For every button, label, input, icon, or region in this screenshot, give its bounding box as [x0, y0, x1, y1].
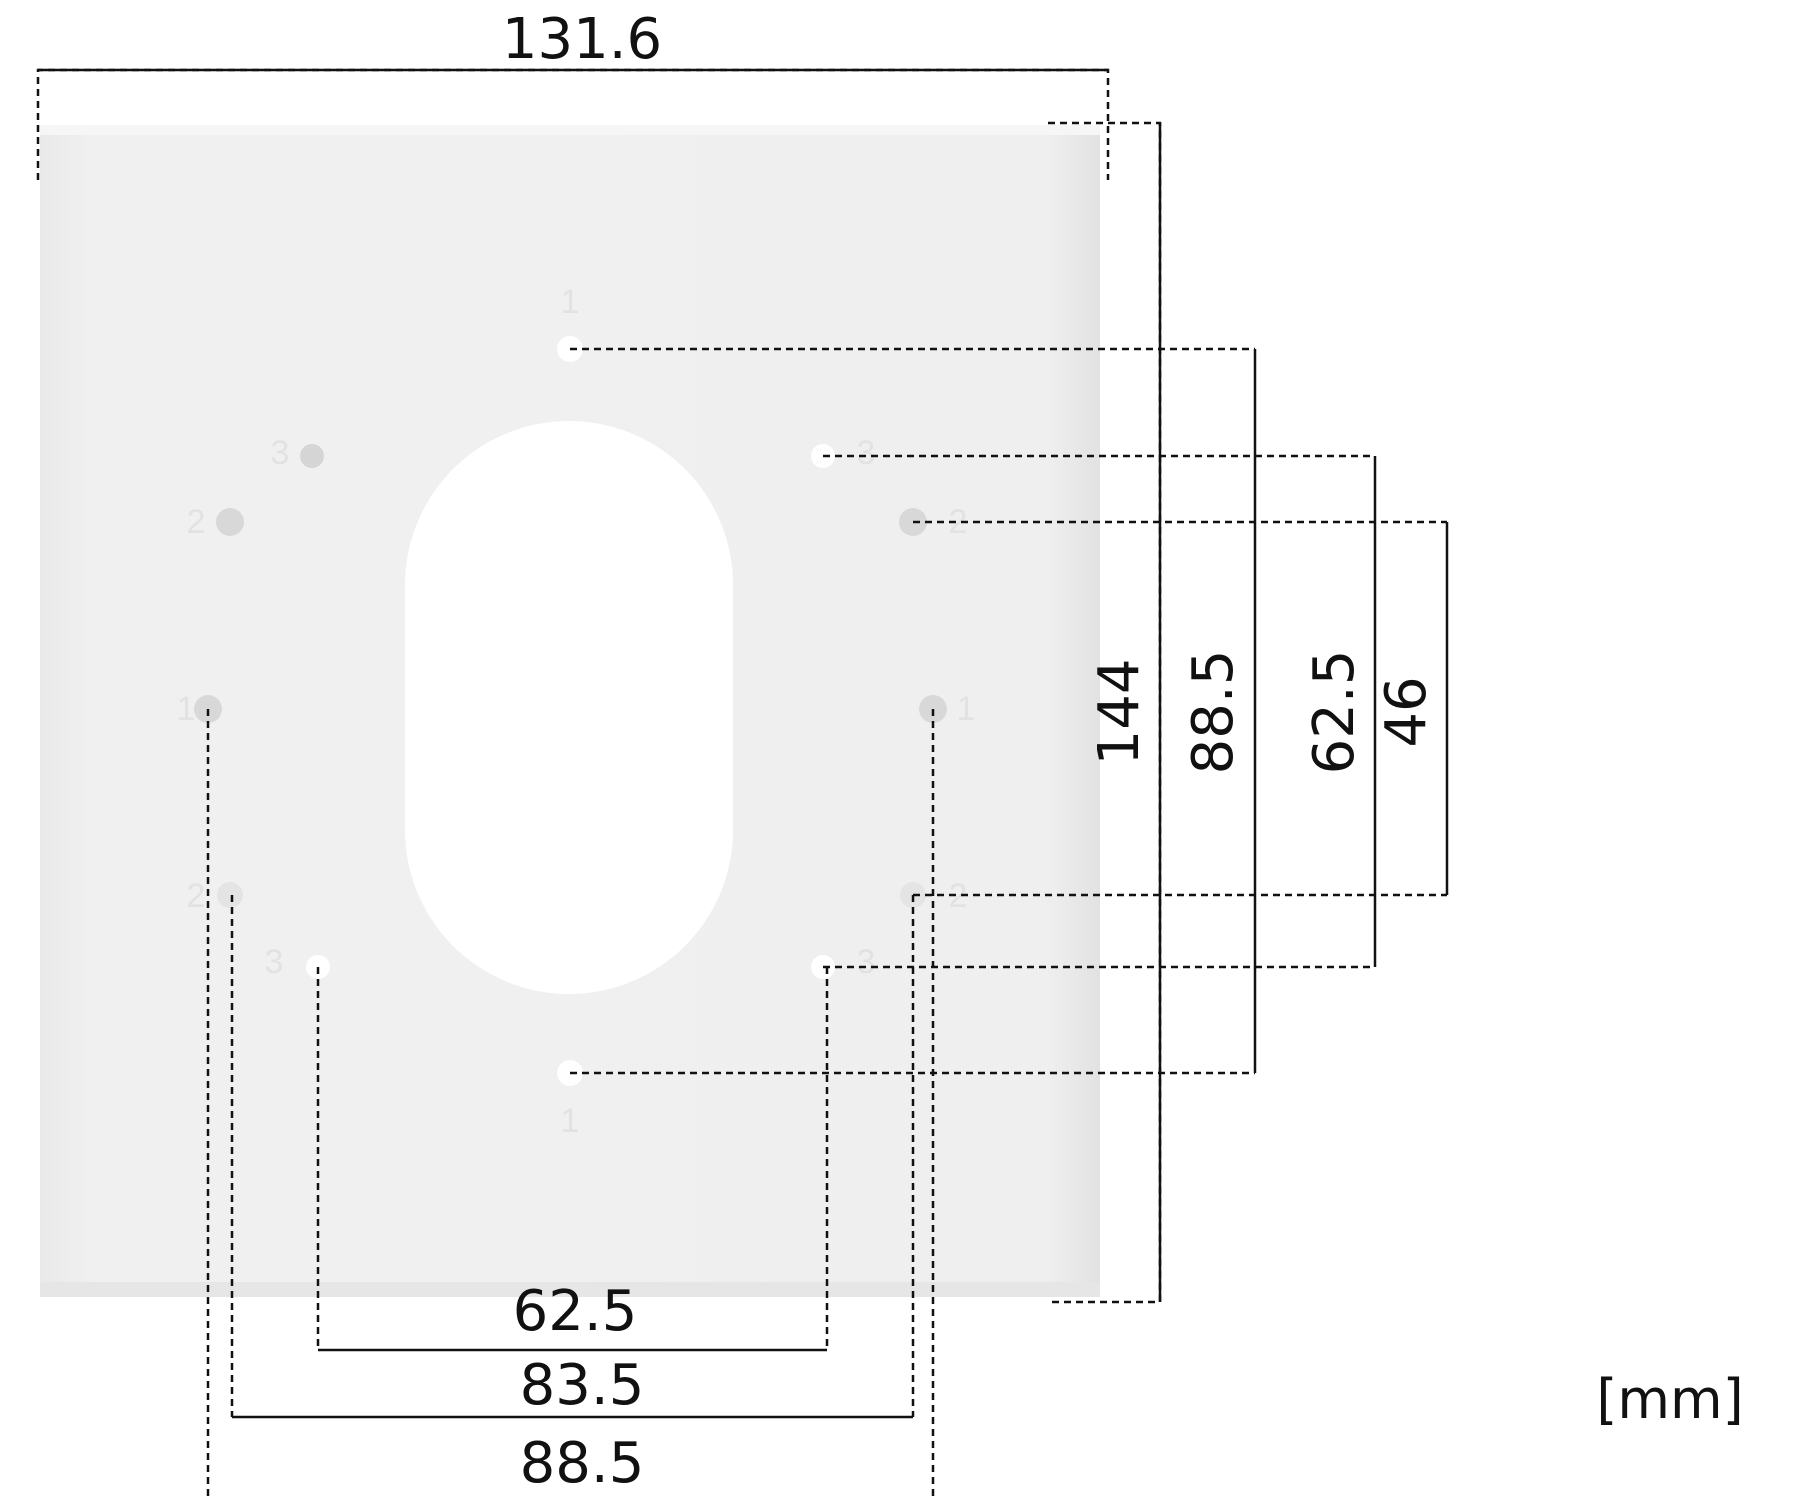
- blind-hole: [216, 508, 244, 536]
- hole-marking: 2: [949, 503, 968, 541]
- blind-holes: [194, 508, 947, 908]
- hole-marking: 1: [957, 690, 976, 728]
- dimension-lines: [36, 68, 1449, 1505]
- vertical-62-5-line: [823, 454, 1375, 969]
- horizontal-62-5-line: [316, 967, 829, 1350]
- vertical-88-5-line: [570, 347, 1255, 1075]
- cable-opening: [405, 421, 733, 994]
- hole-marking: 3: [857, 434, 876, 472]
- blind-hole: [217, 882, 243, 908]
- width-label: 131.6: [502, 7, 662, 72]
- hole-marking: 2: [187, 503, 206, 541]
- vertical-spacing-label: 88.5: [1181, 650, 1246, 775]
- vertical-spacing-label: 46: [1374, 676, 1439, 747]
- unit-label: [mm]: [1596, 1368, 1743, 1431]
- horizontal-88-5-line: [206, 709, 935, 1505]
- vertical-46-line: [913, 520, 1447, 897]
- width-dimension-line: [36, 68, 1110, 180]
- hole-markings: 1 2 3 1 2 3 1 2 3 1 2 3: [177, 283, 976, 1140]
- hole-marking: 3: [265, 943, 284, 981]
- plate-top-edge: [40, 125, 1100, 135]
- hole-marking: 1: [177, 690, 196, 728]
- hole-marking: 3: [271, 434, 290, 472]
- plate-bottom-edge: [40, 1282, 1100, 1297]
- hole-marking: 2: [187, 877, 206, 915]
- through-hole: [300, 444, 324, 468]
- hole-marking: 2: [949, 877, 968, 915]
- hole-marking: 1: [561, 283, 580, 321]
- height-label: 144: [1087, 659, 1152, 766]
- horizontal-spacing-label: 83.5: [520, 1353, 645, 1418]
- vertical-spacing-label: 62.5: [1302, 650, 1367, 775]
- hole-marking: 1: [561, 1102, 580, 1140]
- horizontal-spacing-label: 62.5: [513, 1279, 638, 1344]
- hole-marking: 3: [857, 943, 876, 981]
- horizontal-spacing-label: 88.5: [520, 1431, 645, 1496]
- horizontal-83-5-line: [230, 895, 915, 1417]
